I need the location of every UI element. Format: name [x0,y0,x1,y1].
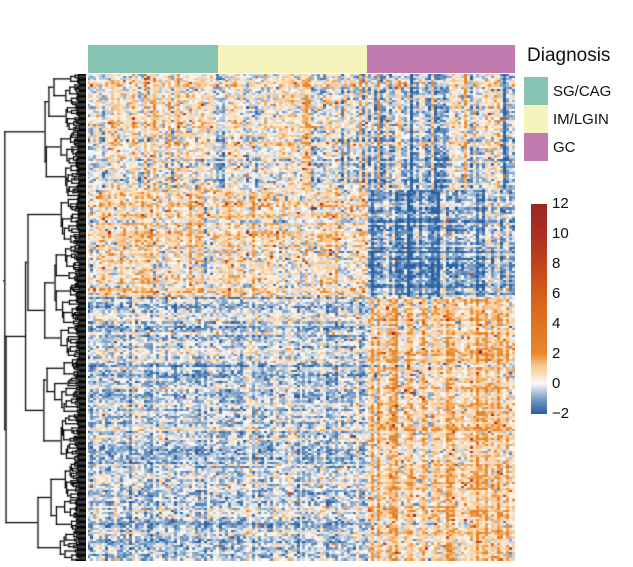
column-annotation-bar [88,45,515,73]
annotation-segment-gc [367,45,515,73]
colorbar-tick-label: 10 [552,225,569,242]
legend-label-sgcag: SG/CAG [553,82,612,100]
legend-label-imlgin: IM/LGIN [553,110,609,128]
heatmap-canvas [88,74,515,561]
annotation-segment-sgcag [88,45,219,73]
annotation-segment-imlgin [218,45,368,73]
row-dendrogram [2,74,86,561]
gc-color-swatch [524,133,548,161]
colorbar-tick-label: 2 [552,345,561,362]
imlgin-color-swatch [524,105,548,133]
legend-item-imlgin: IM/LGIN [524,105,611,133]
colorbar-tick-label: 4 [552,315,561,332]
colorbar-tick-label: −2 [552,405,570,422]
legend-item-gc: GC [524,133,611,161]
colorbar-tick-label: 6 [552,285,561,302]
legend-label-gc: GC [553,138,576,156]
colorbar-tick-label: 8 [552,255,561,272]
colorbar: 12 10 8 6 4 2 0 −2 [531,195,569,422]
colorbar-tick-label: 0 [552,375,561,392]
colorbar-tick-label: 12 [552,195,569,212]
colorbar-gradient [531,204,547,414]
legend-title: Diagnosis [527,45,611,66]
legend-item-sgcag: SG/CAG [524,77,611,105]
diagnosis-legend: Diagnosis SG/CAG IM/LGIN GC [524,45,611,161]
sgcag-color-swatch [524,77,548,105]
